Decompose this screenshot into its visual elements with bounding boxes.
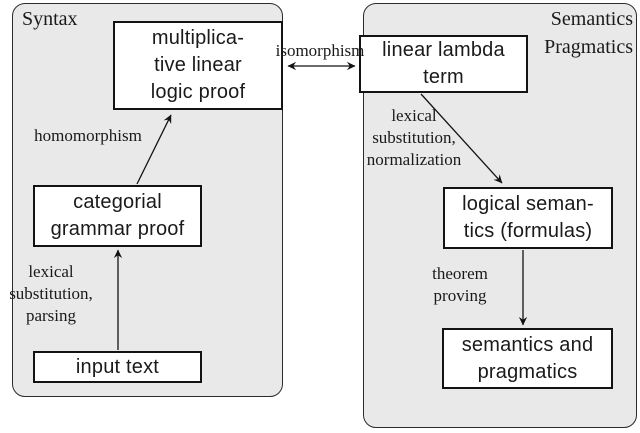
edge-label-line: proving — [433, 286, 487, 305]
box-line: term — [423, 66, 464, 88]
edge-label-line: parsing — [25, 306, 77, 325]
edge-label-line: substitution, — [9, 284, 93, 303]
box-line: input text — [75, 355, 160, 378]
box-line: linear lambda — [382, 39, 505, 61]
box-line: grammar proof — [50, 218, 185, 240]
isomorphism-label: isomorphism — [275, 41, 365, 60]
box-linear-lambda-term: linear lambda term — [359, 35, 528, 93]
box-multiplicative-linear-logic-proof: multiplica- tive linear logic proof — [113, 21, 283, 110]
lexical-substitution-parsing-label: lexical substitution, parsing — [9, 261, 93, 327]
edge-label-line: lexical — [391, 106, 437, 125]
edge-label-line: substitution, — [372, 128, 456, 147]
syntax-panel-title: Syntax — [22, 8, 78, 30]
box-line: logical seman- — [462, 193, 594, 215]
edge-label-line: normalization — [366, 150, 462, 169]
pragmatics-title-line: Pragmatics — [544, 36, 633, 58]
box-line: multiplica- — [151, 27, 245, 49]
box-line: tics (formulas) — [463, 220, 593, 242]
semantics-title-line: Semantics — [550, 8, 633, 30]
box-line: semantics and — [461, 333, 594, 356]
box-input-text: input text — [33, 351, 202, 383]
box-line: pragmatics — [477, 360, 578, 383]
semantics-panel-title: Semantics Pragmatics — [544, 5, 633, 61]
box-semantics-and-pragmatics: semantics and pragmatics — [442, 328, 613, 389]
box-categorial-grammar-proof: categorial grammar proof — [33, 185, 202, 247]
edge-label-line: lexical — [28, 262, 74, 281]
box-line: tive linear — [154, 54, 242, 76]
homomorphism-label: homomorphism — [34, 126, 142, 145]
box-logical-semantics-formulas: logical seman- tics (formulas) — [443, 187, 613, 249]
lexical-substitution-normalization-label: lexical substitution, normalization — [367, 105, 461, 171]
edge-label-line: theorem — [432, 264, 488, 283]
theorem-proving-label: theorem proving — [432, 263, 488, 307]
box-line: logic proof — [150, 81, 246, 103]
box-line: categorial — [73, 191, 162, 213]
